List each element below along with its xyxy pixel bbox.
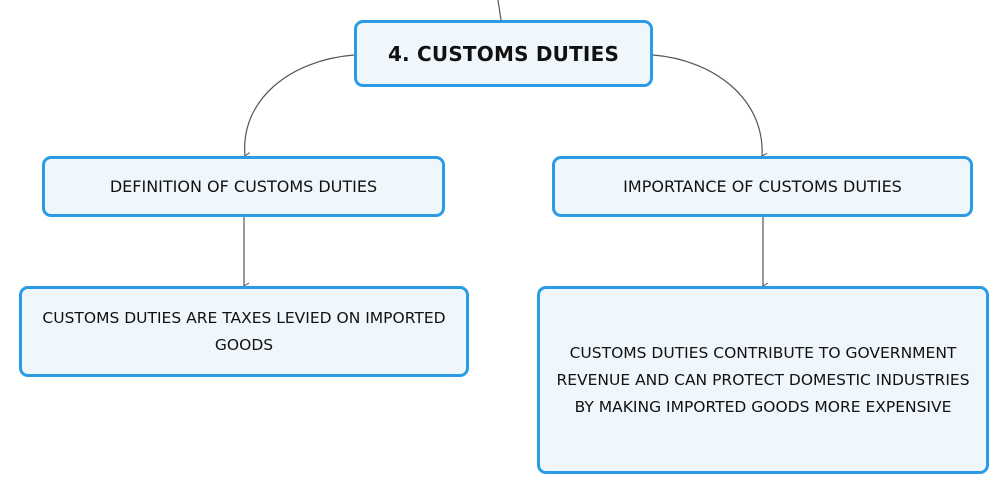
importance-detail-node[interactable]: CUSTOMS DUTIES CONTRIBUTE TO GOVERNMENT … <box>537 286 989 474</box>
definition-node[interactable]: DEFINITION OF CUSTOMS DUTIES <box>42 156 445 217</box>
definition-node-label: DEFINITION OF CUSTOMS DUTIES <box>109 177 378 196</box>
connector-root-to-definition <box>244 54 355 159</box>
incoming-connector <box>497 0 502 21</box>
definition-detail-node[interactable]: CUSTOMS DUTIES ARE TAXES LEVIED ON IMPOR… <box>19 286 469 377</box>
importance-node-label: IMPORTANCE OF CUSTOMS DUTIES <box>623 177 902 196</box>
root-node[interactable]: 4. CUSTOMS DUTIES <box>354 20 653 87</box>
root-node-label: 4. CUSTOMS DUTIES <box>387 41 620 66</box>
connector-root-to-importance <box>652 54 768 160</box>
definition-detail-text: CUSTOMS DUTIES ARE TAXES LEVIED ON IMPOR… <box>42 308 446 354</box>
importance-detail-text: CUSTOMS DUTIES CONTRIBUTE TO GOVERNMENT … <box>556 343 970 416</box>
importance-node[interactable]: IMPORTANCE OF CUSTOMS DUTIES <box>552 156 973 217</box>
